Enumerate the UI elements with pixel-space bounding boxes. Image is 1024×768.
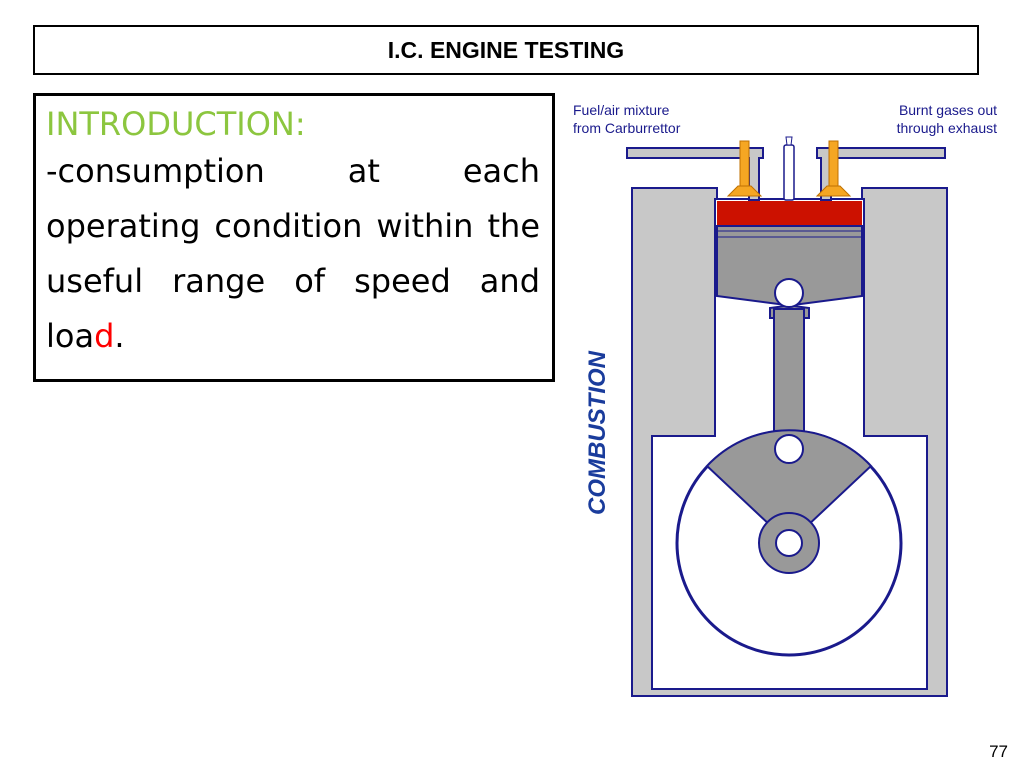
page-number: 77 — [989, 742, 1008, 761]
label-burnt-gases-line2: through exhaust — [897, 120, 998, 136]
exhaust-valve — [815, 140, 852, 197]
slide-title: I.C. ENGINE TESTING — [387, 36, 625, 63]
introduction-box: INTRODUCTION: -consumption at each opera… — [33, 93, 555, 382]
piston — [716, 225, 863, 319]
crankshaft — [675, 429, 903, 657]
crank-center — [775, 529, 803, 557]
combustion-chamber — [717, 201, 862, 225]
engine-diagram: Fuel/air mixture from Carburrettor Burnt… — [573, 102, 998, 697]
label-fuel-air-line1: Fuel/air mixture — [573, 102, 670, 118]
intro-heading: INTRODUCTION: — [46, 105, 306, 143]
spark-plug — [783, 136, 795, 209]
intro-body-text: -consumption at each operating condition… — [46, 152, 540, 355]
label-burnt-gases-line1: Burnt gases out — [899, 102, 997, 118]
label-fuel-air-line2: from Carburrettor — [573, 120, 681, 136]
piston-pin — [774, 278, 804, 308]
intro-body-period: . — [114, 317, 125, 355]
title-box: I.C. ENGINE TESTING — [33, 25, 979, 75]
stroke-label: COMBUSTION — [584, 350, 611, 515]
intro-body-red-letter: d — [94, 317, 115, 355]
intake-valve — [726, 140, 763, 197]
intro-body: -consumption at each operating condition… — [46, 144, 540, 364]
